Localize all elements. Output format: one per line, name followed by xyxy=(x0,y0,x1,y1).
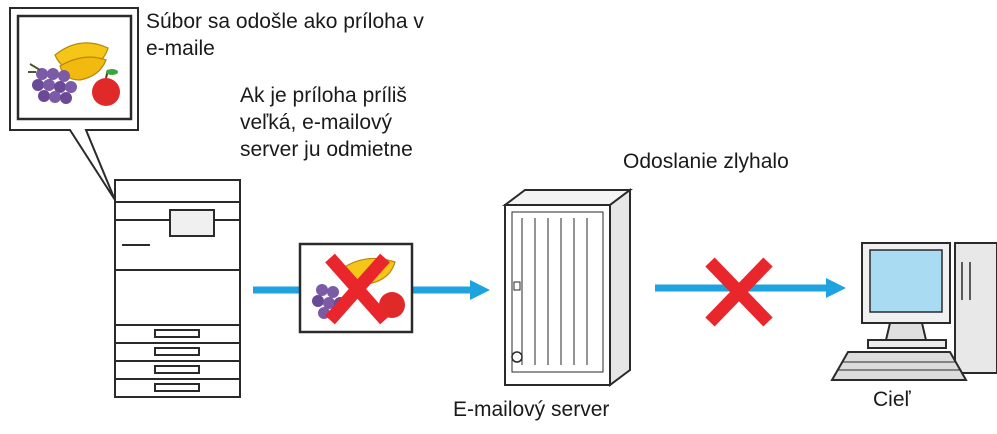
attachment-note: Súbor sa odošle ako príloha v e-maile xyxy=(146,10,424,60)
desktop-computer-icon xyxy=(830,242,997,381)
attachment-in-transit xyxy=(298,242,414,334)
email-server-icon xyxy=(502,188,633,387)
email-server-label: E-mailový server xyxy=(453,398,610,421)
cross-icon xyxy=(325,253,390,325)
rejection-note: Ak je príloha príliš veľká, e-mailový se… xyxy=(240,84,413,161)
image-file-icon xyxy=(16,14,133,121)
attachment-callout xyxy=(9,7,139,201)
multifunction-printer-icon xyxy=(114,179,241,398)
send-failed-note: Odoslanie zlyhalo xyxy=(623,150,789,173)
send-failed-cross-icon xyxy=(705,257,773,327)
destination-label: Cieľ xyxy=(873,388,911,411)
